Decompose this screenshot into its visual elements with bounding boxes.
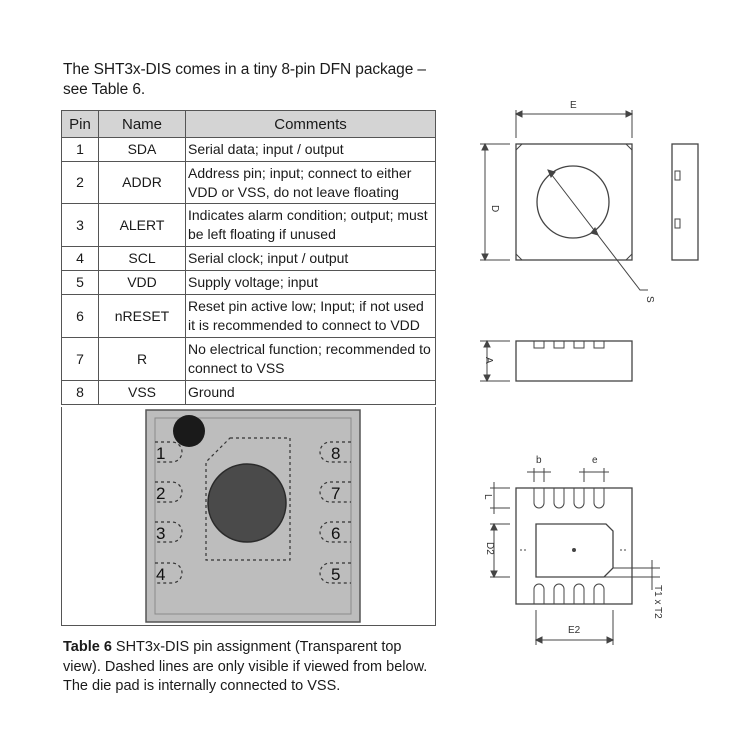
dim-d2-lines — [490, 523, 510, 578]
chip-pin-label: 3 — [156, 524, 165, 543]
dim-e-lines — [515, 110, 633, 138]
center-mark — [572, 548, 576, 552]
pad-4 — [155, 562, 183, 584]
dim-t-lines — [604, 560, 660, 590]
header-pin: Pin — [61, 110, 99, 138]
pin-assignment-table: Pin Name Comments 1 SDA Serial data; inp… — [61, 110, 436, 405]
label-e: E — [570, 100, 577, 111]
s-arrows — [547, 169, 599, 236]
chip-pin-label: 1 — [156, 444, 165, 463]
label-d: D — [489, 205, 500, 212]
pin1-marker-dot — [173, 415, 205, 447]
pad-5 — [319, 562, 351, 584]
table-row: 8 VSS Ground — [61, 380, 436, 405]
chip-pin-label: 8 — [331, 444, 340, 463]
chip-pin-label: 6 — [331, 524, 340, 543]
chip-diagram-cell — [61, 407, 436, 626]
dim-a-arrows — [483, 339, 491, 383]
pin-comment: Serial clock; input / output — [185, 246, 436, 271]
label-b: b — [536, 455, 542, 466]
pad-3 — [155, 521, 183, 543]
package-top-outline — [515, 143, 633, 261]
table-row: 1 SDA Serial data; input / output — [61, 137, 436, 162]
right-pads — [319, 441, 351, 584]
package-front-view — [480, 339, 633, 383]
bottom-top-pads — [533, 488, 605, 509]
dim-e-arrows — [514, 110, 634, 118]
header-comments: Comments — [185, 110, 436, 138]
pin-number: 6 — [61, 294, 99, 338]
bottom-bottom-pads — [533, 583, 605, 604]
dim-a-lines — [480, 340, 510, 382]
caption-label: Table 6 — [63, 639, 112, 655]
pin-name: SDA — [98, 137, 186, 162]
dim-e2-lines — [535, 610, 614, 645]
dim-e-pitch-lines — [579, 468, 609, 482]
corner-chamfers — [515, 143, 633, 261]
pin-comment: Reset pin active low; Input; if not used… — [185, 294, 436, 338]
package-side-view — [671, 143, 699, 261]
pin-number: 1 — [61, 137, 99, 162]
die-pad-outline — [205, 437, 291, 561]
side-pad-top — [674, 170, 681, 181]
table-row: 2 ADDR Address pin; input; connect to ei… — [61, 161, 436, 204]
table-row: 4 SCL Serial clock; input / output — [61, 246, 436, 271]
pad-6 — [319, 521, 351, 543]
table-row: 6 nRESET Reset pin active low; Input; if… — [61, 294, 436, 338]
chip-pin-label: 4 — [156, 565, 165, 584]
dim-d-lines — [480, 143, 510, 261]
pad-2 — [155, 481, 183, 503]
bottom-outline — [515, 487, 633, 605]
dim-l-lines — [490, 482, 510, 514]
label-d2: D2 — [484, 542, 495, 555]
left-pads — [155, 441, 183, 584]
pin-name: ADDR — [98, 161, 186, 204]
chip-pin-label: 2 — [156, 484, 165, 503]
dim-e2-arrows — [534, 636, 615, 644]
chip-pin-label: 5 — [331, 565, 340, 584]
label-s: S — [644, 296, 655, 303]
s-leader — [547, 169, 648, 291]
label-a: A — [483, 357, 494, 364]
pin-number: 7 — [61, 337, 99, 381]
pin-number: 8 — [61, 380, 99, 405]
chip-inner-outline — [154, 417, 352, 615]
label-pitch-e: e — [592, 455, 598, 466]
label-t1t2: T1 x T2 — [652, 585, 663, 619]
pad-8 — [319, 441, 351, 463]
pin-comment: Serial data; input / output — [185, 137, 436, 162]
pad-7 — [319, 481, 351, 503]
sensor-opening — [207, 463, 287, 543]
label-e2: E2 — [568, 625, 581, 636]
pin-number: 5 — [61, 270, 99, 295]
label-l: L — [482, 494, 493, 500]
pin-comment: Ground — [185, 380, 436, 405]
side-outline — [671, 143, 699, 261]
opening-circle — [536, 165, 610, 239]
dim-b-lines — [527, 468, 551, 482]
pin-comment: Address pin; input; connect to either VD… — [185, 161, 436, 204]
pad-1 — [155, 441, 183, 463]
package-bottom-view — [490, 468, 660, 645]
dim-d2-arrows — [490, 522, 498, 579]
side-pad-bottom — [674, 218, 681, 229]
front-pads — [533, 341, 605, 349]
intro-text: The SHT3x-DIS comes in a tiny 8-pin DFN … — [63, 61, 426, 98]
table-caption: Table 6 SHT3x-DIS pin assignment (Transp… — [63, 638, 438, 697]
pin-name: ALERT — [98, 203, 186, 247]
pin-name: VSS — [98, 380, 186, 405]
pin-name: VDD — [98, 270, 186, 295]
header-name: Name — [98, 110, 186, 138]
pin-name: SCL — [98, 246, 186, 271]
caption-text: SHT3x-DIS pin assignment (Transparent to… — [63, 639, 428, 694]
pin-number: 3 — [61, 203, 99, 247]
table-header-row: Pin Name Comments — [61, 110, 436, 138]
package-top-view — [480, 110, 648, 291]
dim-d-arrows — [481, 142, 489, 262]
pin-comment: No electrical function; recommended to c… — [185, 337, 436, 381]
chip-pin-label: 7 — [331, 484, 340, 503]
